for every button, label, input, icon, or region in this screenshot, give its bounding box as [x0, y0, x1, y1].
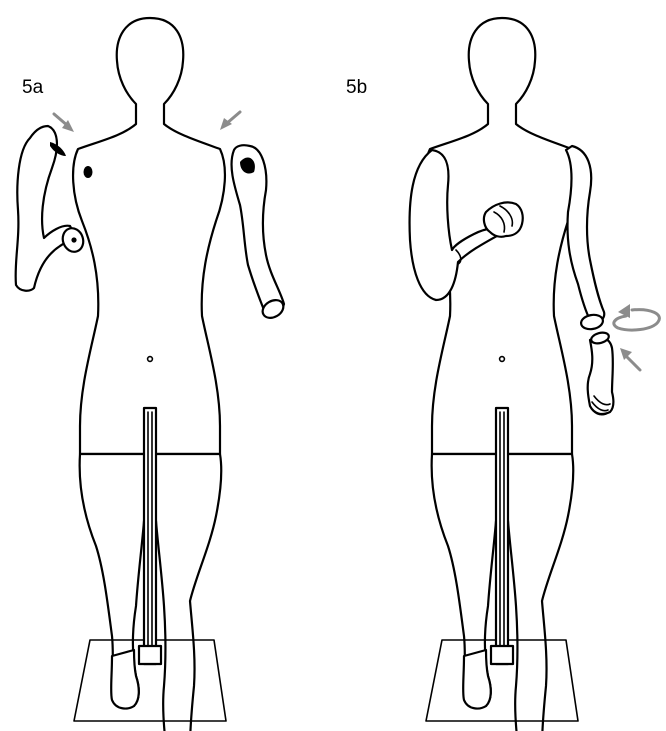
panel-5a: 5a: [16, 18, 287, 731]
mannequin-body-5b: [425, 18, 578, 731]
rotate-arrow-icon: [614, 304, 660, 330]
step-label-5b: 5b: [346, 77, 367, 98]
arrow-down-left-icon: [220, 112, 240, 130]
arrow-down-right-icon: [54, 114, 74, 132]
mannequin-body-5a: [73, 18, 226, 731]
detached-arm-right-5a: [232, 145, 287, 321]
step-label-5a: 5a: [22, 77, 44, 98]
arrow-up-left-icon: [620, 348, 640, 370]
shoulder-socket-left-5a: [84, 166, 93, 178]
panel-5b: 5b: [346, 18, 659, 731]
detached-hand-5b: [588, 331, 614, 415]
attached-arm-right-5b: [566, 146, 604, 331]
detached-arm-left-5a: [16, 126, 87, 291]
